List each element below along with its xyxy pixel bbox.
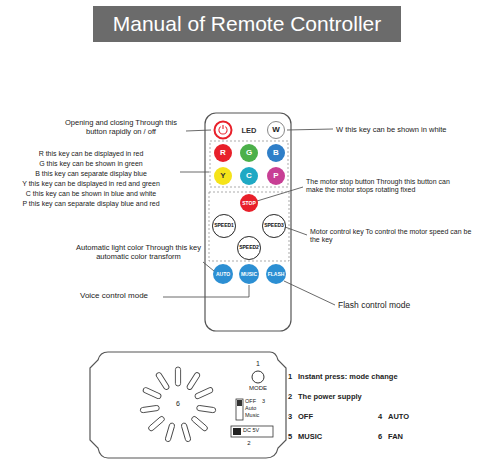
fan-slot <box>191 415 209 431</box>
remote-button: B <box>267 144 285 162</box>
remote-button: P <box>267 167 285 185</box>
legend-item-text: 3 <box>288 412 298 421</box>
callout-text: The motor stop button Through this butto… <box>306 178 466 195</box>
leader-line <box>287 129 333 130</box>
legend-item-text: 1 <box>288 372 298 381</box>
callout-text: C this key can be shown in blue and whit… <box>4 190 178 198</box>
fan-slot <box>181 422 191 442</box>
part-label: Auto <box>245 405 267 412</box>
mode-button <box>252 371 264 383</box>
callout-text: P this key can separate display blue and… <box>4 200 178 208</box>
button-label: AUTO <box>216 272 230 277</box>
remote-button: W <box>267 121 285 139</box>
callout-text: G this key can be shown in green <box>4 160 178 168</box>
callout-text: Voice control mode <box>80 291 164 301</box>
legend-item-text: The power supply <box>298 392 448 401</box>
dc-jack <box>231 426 273 437</box>
title-banner: Manual of Remote Controller <box>93 6 401 42</box>
button-label: STOP <box>242 201 256 206</box>
leader-line <box>257 187 303 201</box>
callout-text: B this key can separate display blue <box>4 170 178 178</box>
callout-text: Opening and closing Through this button … <box>58 118 184 136</box>
callout-text: W this key can be shown in white <box>336 125 484 134</box>
leader-line <box>284 281 335 305</box>
fan-slot <box>196 405 216 413</box>
remote-body: LED W R G B Y C P STOP SPEED1 SPEED3SPEED2AUTO MUSI… <box>204 112 292 332</box>
device-housing <box>90 352 286 458</box>
legend-item-text: 5 <box>288 432 298 441</box>
part-label: 1 <box>250 360 266 368</box>
button-label: SPEED2 <box>239 245 259 250</box>
fan-grille <box>140 367 216 442</box>
fan-slot <box>155 372 170 391</box>
slide-switch <box>236 399 243 420</box>
leader-line <box>285 227 307 235</box>
fan-slot <box>140 405 160 413</box>
dashed-group <box>210 141 288 187</box>
leader-line <box>163 285 249 297</box>
remote-button: SPEED1 <box>212 214 236 238</box>
callout-text: Flash control mode <box>338 300 458 310</box>
button-label: MUSIC <box>241 272 257 277</box>
legend-item-text: Instant press: mode change <box>298 372 448 381</box>
callout-text: Y this key can be displayed in red and g… <box>4 180 178 188</box>
power-button <box>215 122 232 139</box>
button-label: C <box>246 172 252 180</box>
remote-button: C <box>240 167 258 185</box>
button-label: P <box>273 172 278 180</box>
part-label: MODE <box>244 385 272 392</box>
part-label: Music <box>245 412 271 419</box>
remote-housing <box>205 113 291 331</box>
remote-button: MUSIC <box>239 264 259 284</box>
button-label: FLASH <box>268 272 285 277</box>
part-label: 6 <box>174 400 182 408</box>
leader-lines <box>163 129 335 305</box>
switch-slider <box>237 400 242 406</box>
button-label: SPEED1 <box>214 223 234 228</box>
power-ring <box>215 122 232 139</box>
button-label: G <box>246 149 252 157</box>
callout-text: R this key can be displayed in red <box>4 150 178 158</box>
legend-item-text: 6 <box>378 432 388 441</box>
button-label: Y <box>220 172 225 180</box>
fan-slot <box>142 387 161 400</box>
legend-item-text: FAN <box>388 432 448 441</box>
fan-slot <box>194 387 213 400</box>
legend-item-text: MUSIC <box>298 432 358 441</box>
part-label: 2 <box>244 440 254 447</box>
led-label: LED <box>242 126 257 135</box>
leader-line <box>186 130 211 131</box>
legend-item-text: AUTO <box>388 412 448 421</box>
remote-button: AUTO <box>213 264 233 284</box>
remote-button: FLASH <box>266 264 286 284</box>
button-label: SPEED3 <box>264 223 284 228</box>
legend-item-text: 2 <box>288 392 298 401</box>
part-label: 3 <box>262 398 270 405</box>
dashed-group <box>209 192 289 261</box>
fan-slot <box>175 367 180 386</box>
button-label: B <box>273 149 279 157</box>
fan-slot <box>165 422 175 442</box>
power-symbol <box>222 125 223 129</box>
remote-button: G <box>240 144 258 162</box>
remote-button: SPEED3 <box>262 214 286 238</box>
remote-button: Y <box>214 167 232 185</box>
remote-button: R <box>214 144 232 162</box>
legend-item-text: 4 <box>378 412 388 421</box>
button-label: R <box>220 149 226 157</box>
remote-button: STOP <box>240 194 258 212</box>
callout-text: Automatic light color Through this key a… <box>76 243 201 261</box>
fan-slot <box>186 372 201 391</box>
legend-item-text: OFF <box>298 412 358 421</box>
part-label: DC 5V <box>243 427 273 434</box>
dc-socket <box>233 428 241 435</box>
remote-button: SPEED2 <box>237 236 261 260</box>
fan-slot <box>148 415 166 431</box>
button-label: W <box>272 126 280 134</box>
callout-text: Motor control key To control the motor s… <box>310 228 482 245</box>
